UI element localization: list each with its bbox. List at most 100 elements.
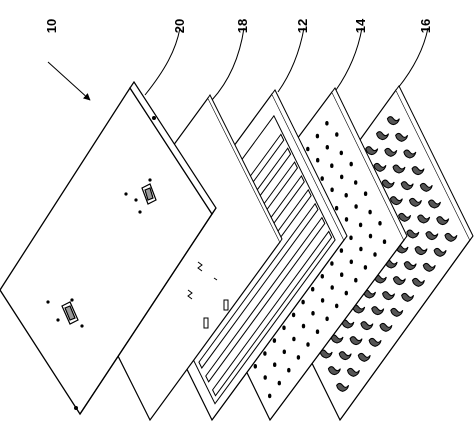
egg-crate-cell bbox=[422, 262, 436, 272]
leader-10 bbox=[47, 61, 91, 101]
label-14: 14 bbox=[353, 18, 368, 33]
perforation-hole bbox=[335, 303, 339, 309]
perforation-hole bbox=[311, 286, 315, 292]
label-12: 12 bbox=[295, 19, 310, 33]
perforation-hole bbox=[263, 375, 267, 380]
egg-crate-cell bbox=[346, 367, 360, 377]
perforation-hole bbox=[330, 285, 334, 290]
egg-crate-cell bbox=[379, 322, 393, 332]
egg-crate-cell bbox=[386, 116, 400, 126]
perforation-hole bbox=[349, 235, 353, 241]
perforation-hole bbox=[363, 191, 368, 196]
egg-crate-cell bbox=[360, 321, 374, 331]
perforation-hole bbox=[344, 193, 348, 198]
perforation-hole bbox=[354, 277, 358, 283]
egg-crate-cell bbox=[395, 132, 409, 142]
egg-crate-cell bbox=[330, 334, 344, 344]
perforation-hole bbox=[330, 163, 334, 168]
egg-crate-cell bbox=[401, 292, 415, 302]
perforation-hole bbox=[311, 311, 315, 316]
egg-crate-cell bbox=[373, 274, 387, 284]
label-16: 16 bbox=[418, 19, 433, 33]
perforation-hole bbox=[306, 146, 310, 152]
egg-crate-cell bbox=[382, 291, 396, 301]
perforation-hole bbox=[349, 161, 353, 167]
perforation-hole bbox=[330, 187, 334, 193]
egg-crate-cell bbox=[392, 276, 406, 286]
leader-14 bbox=[335, 27, 363, 91]
egg-crate-cell bbox=[414, 246, 428, 256]
perforation-hole bbox=[325, 121, 329, 126]
perforation-hole bbox=[349, 259, 353, 265]
egg-crate-cell bbox=[417, 214, 431, 224]
egg-crate-cell bbox=[368, 337, 382, 347]
perforation-hole bbox=[315, 133, 320, 139]
perforation-hole bbox=[340, 272, 344, 278]
perforation-hole bbox=[320, 298, 325, 303]
channel-groove bbox=[198, 202, 319, 369]
perforation-hole bbox=[354, 204, 358, 209]
perforation-hole bbox=[316, 157, 320, 163]
perforation-hole bbox=[363, 265, 368, 270]
egg-crate-cell bbox=[352, 304, 366, 314]
perforation-hole bbox=[344, 290, 348, 296]
cover-holes bbox=[46, 116, 156, 410]
egg-crate-cell bbox=[349, 336, 363, 346]
cover-plate-20 bbox=[0, 80, 217, 416]
perforation-hole bbox=[354, 180, 358, 185]
egg-crate-cell bbox=[403, 261, 417, 271]
leader-12 bbox=[277, 27, 305, 93]
egg-crate-cell bbox=[436, 216, 450, 226]
perforation-hole bbox=[320, 274, 324, 279]
perforation-hole bbox=[339, 150, 343, 156]
egg-crate-cell bbox=[408, 197, 422, 207]
egg-crate-cell bbox=[381, 179, 395, 189]
egg-crate-cell bbox=[419, 182, 433, 192]
cover-port-upper bbox=[141, 183, 157, 205]
perforation-hole bbox=[253, 364, 257, 369]
channel-groove bbox=[205, 216, 326, 383]
channel-groove bbox=[212, 230, 333, 397]
egg-crate-cell bbox=[427, 199, 441, 209]
label-18: 18 bbox=[235, 19, 250, 33]
cover-port-lower bbox=[61, 301, 79, 325]
egg-crate-cell bbox=[384, 147, 398, 157]
label-20: 20 bbox=[172, 19, 187, 33]
perforation-hole bbox=[325, 316, 329, 322]
perforation-hole bbox=[282, 349, 286, 355]
egg-crate-cell bbox=[336, 382, 350, 392]
perforation-hole bbox=[359, 246, 363, 252]
perforation-hole bbox=[373, 252, 377, 257]
egg-crate-cell bbox=[403, 149, 417, 159]
perforation-hole bbox=[315, 329, 320, 335]
perforation-hole bbox=[368, 209, 372, 215]
perforation-hole bbox=[335, 132, 339, 137]
egg-crate-cell bbox=[425, 231, 439, 241]
perforation-hole bbox=[306, 342, 310, 347]
perforation-hole bbox=[272, 338, 277, 343]
leader-16 bbox=[397, 27, 429, 89]
perforation-hole bbox=[291, 312, 296, 318]
perforation-hole bbox=[301, 323, 306, 329]
perforation-hole bbox=[358, 222, 363, 228]
perforation-hole bbox=[382, 239, 387, 244]
perforation-hole bbox=[334, 205, 339, 211]
egg-crate-cell bbox=[373, 162, 387, 172]
perforation-hole bbox=[339, 248, 344, 253]
egg-crate-cell bbox=[433, 247, 447, 257]
egg-crate-cell bbox=[338, 351, 352, 361]
egg-crate-cell bbox=[398, 212, 412, 222]
perforation-hole bbox=[301, 299, 305, 305]
label-10: 10 bbox=[44, 19, 59, 33]
egg-crate-cell bbox=[376, 131, 390, 141]
perforation-hole bbox=[325, 145, 329, 150]
perforation-hole bbox=[368, 233, 373, 239]
egg-crate-cell bbox=[341, 319, 355, 329]
egg-crate-cell bbox=[319, 349, 333, 359]
egg-crate-cell bbox=[371, 306, 385, 316]
perforation-hole bbox=[292, 336, 296, 342]
egg-crate-cell bbox=[411, 166, 425, 176]
leader-lines bbox=[47, 27, 429, 101]
